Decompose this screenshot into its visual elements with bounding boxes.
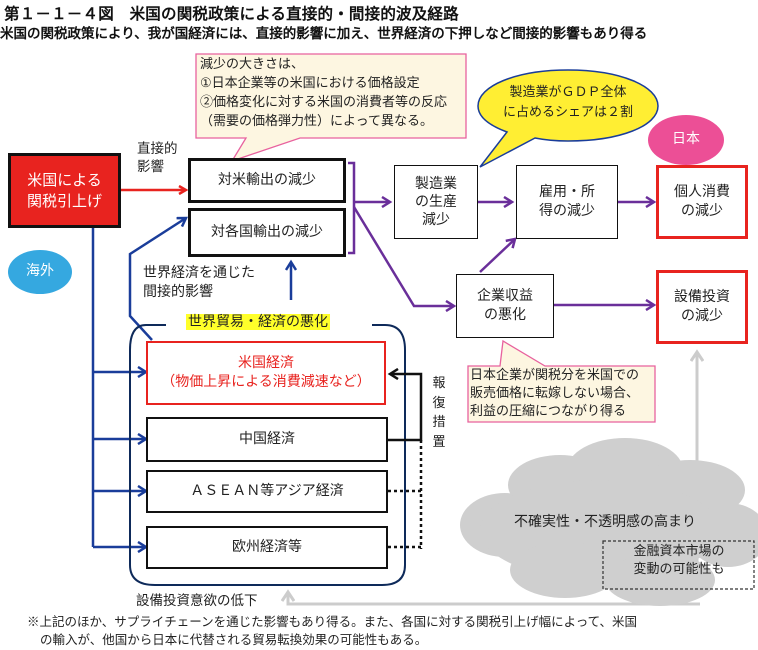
node-employment-income: 雇用・所 得の減少 [516,165,618,239]
callout-price-setting-shape [195,53,467,163]
financial-markets-box [602,540,755,590]
node-exports-to-us: 対米輸出の減少 [188,158,346,203]
world-economy-container [129,324,406,586]
node-europe-economy: 欧州経済等 [146,526,388,569]
node-us-tariff-increase: 米国による 関税引上げ [8,153,121,228]
callout-pass-through: 日本企業が関税分を米国での 販売価格に転嫁しない場合、 利益の圧縮につながり得る [470,368,640,420]
node-us-economy-text: 米国経済 （物価上昇による消費減速など） [161,355,371,390]
node-capex: 設備投資 の減少 [656,270,748,344]
label-world-trade-text: 世界貿易・経済の悪化 [186,314,330,330]
arrow-to-profits [352,206,454,306]
node-exports-to-all-text: 対各国輸出の減少 [211,224,323,241]
node-manufacturing-output: 製造業 の生産 減少 [394,165,478,239]
node-capex-text: 設備投資 の減少 [674,289,730,324]
label-financial-markets: 金融資本市場の 変動の可能性も [633,544,725,578]
label-retaliation: 報 復 措 置 [432,376,446,450]
overseas-badge-shape [8,250,72,294]
arrow-retaliation [388,374,423,442]
callout-gdp-share-shape [477,69,659,168]
arrow-profits-to-employment [479,239,515,273]
bracket-exports [348,161,356,255]
node-china-economy: 中国経済 [146,417,388,462]
japan-badge-shape [648,115,724,165]
uncertainty-cloud [460,438,758,606]
label-uncertainty: 不確実性・不透明感の高まり [514,514,696,530]
arrow-indirect-to-exports [128,218,186,341]
label-indirect-effect: 世界経済を通じた 間接的影響 [143,265,255,300]
node-asean-economy: ＡＳＥＡＮ等アジア経済 [146,470,388,513]
japan-badge: 日本 [672,131,700,147]
node-exports-to-all: 対各国輸出の減少 [188,208,346,257]
footnote-line-2: の輸入が、他国から日本に代替される貿易転換効果の可能性もある。 [40,632,428,647]
node-exports-to-us-text: 対米輸出の減少 [218,172,316,189]
figure-subtitle: 米国の関税政策により、我が国経済には、直接的影響に加え、世界経済の下押しなど間接… [0,26,648,42]
callout-pass-through-shape [467,339,656,423]
label-capex-appetite: 設備投資意欲の低下 [136,593,258,609]
label-world-trade: 世界貿易・経済の悪化 [186,313,330,332]
callout-price-setting: 減少の大きさは、 ①日本企業等の米国における価格設定 ②価格変化に対する米国の消… [200,57,448,129]
figure-title: 第１－１－４図 米国の関税政策による直接的・間接的波及経路 [4,5,459,23]
node-employment-income-text: 雇用・所 得の減少 [539,184,595,219]
callout-gdp-share: 製造業がＧＤＰ全体 に占めるシェアは２割 [502,85,633,121]
label-direct-effect: 直接的 影響 [137,141,178,176]
node-us-tariff-increase-text: 米国による 関税引上げ [26,171,102,210]
footnote-line-1: ※上記のほか、サプライチェーンを通じた影響もあり得る。また、各国に対する関税引上… [27,614,638,629]
node-europe-economy-text: 欧州経済等 [232,539,302,556]
node-consumption-text: 個人消費 の減少 [674,184,730,219]
node-consumption: 個人消費 の減少 [656,165,748,239]
node-corporate-profits: 企業収益 の悪化 [456,274,554,338]
node-asean-economy-text: ＡＳＥＡＮ等アジア経済 [190,483,344,500]
node-china-economy-text: 中国経済 [239,431,295,448]
node-corporate-profits-text: 企業収益 の悪化 [477,288,533,323]
node-us-economy: 米国経済 （物価上昇による消費減速など） [146,341,386,405]
overseas-badge: 海外 [26,263,54,279]
node-manufacturing-output-text: 製造業 の生産 減少 [415,175,457,229]
arrow-cloud-to-world [288,592,700,606]
